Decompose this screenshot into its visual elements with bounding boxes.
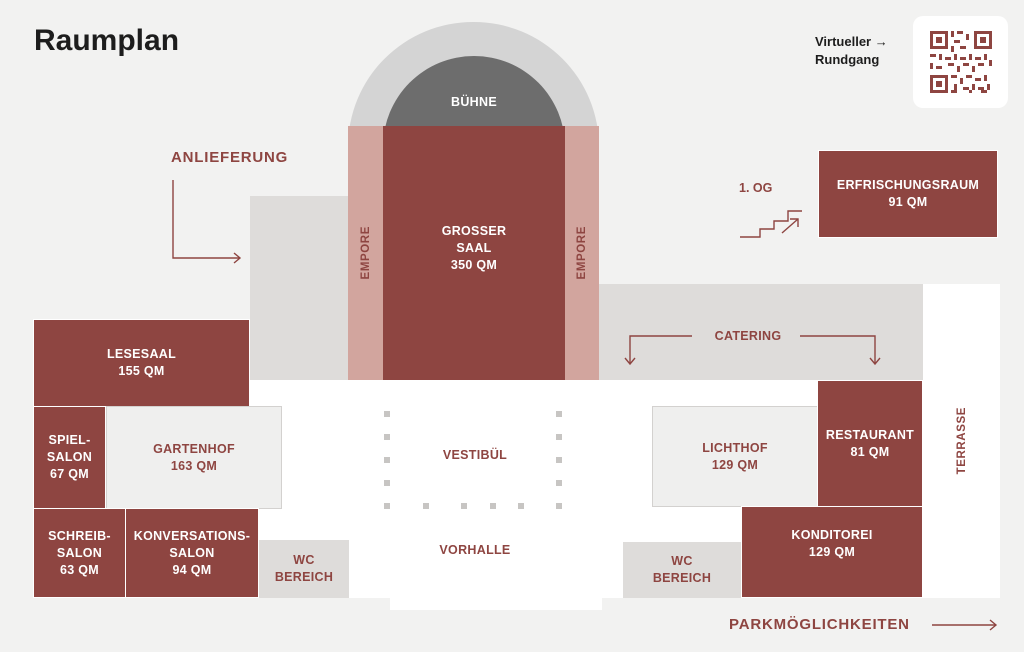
room-konversationssalon-name: KONVERSATIONS- SALON: [133, 528, 251, 560]
empore-right-label: EMPORE: [575, 226, 588, 280]
room-lichthof[interactable]: LICHTHOF 129 QM: [652, 406, 818, 507]
terrace-label: TERRASSE: [955, 407, 968, 475]
room-konversationssalon-size: 94 QM: [172, 562, 212, 577]
virtual-tour-label-line1: Virtueller: [815, 34, 872, 49]
room-lichthof-name: LICHTHOF: [702, 440, 768, 455]
entrance-area: [390, 596, 602, 610]
room-erfrischungsraum-name: ERFRISCHUNGSRAUM: [836, 178, 980, 192]
floor-label: 1. OG: [739, 181, 773, 195]
room-spielsalon[interactable]: SPIEL- SALON 67 QM: [33, 406, 106, 509]
column-marker: [384, 503, 390, 509]
room-grosser-saal-size: 350 QM: [450, 257, 498, 272]
empore-left[interactable]: EMPORE: [348, 126, 384, 380]
room-spielsalon-name: SPIEL- SALON: [46, 433, 93, 464]
column-marker: [384, 457, 390, 463]
parking-arrow-icon: [932, 619, 998, 631]
room-konversationssalon[interactable]: KONVERSATIONS- SALON 94 QM: [125, 508, 259, 598]
room-schreibsalon-name: SCHREIB- SALON: [48, 528, 111, 560]
column-marker: [556, 434, 562, 440]
catering-label: CATERING: [714, 328, 782, 343]
parking-label: PARKMÖGLICHKEITEN: [729, 616, 910, 633]
room-vestibuel-name: VESTIBÜL: [442, 447, 508, 462]
room-restaurant-name: RESTAURANT: [825, 427, 915, 442]
room-vorhalle[interactable]: VORHALLE: [395, 532, 555, 568]
catering-arrows-icon: [624, 335, 881, 366]
room-vorhalle-name: VORHALLE: [439, 542, 511, 557]
room-wc-right-name: WC BEREICH: [652, 554, 712, 585]
column-marker: [384, 411, 390, 417]
column-marker: [556, 457, 562, 463]
column-marker: [384, 434, 390, 440]
room-gartenhof-size: 163 QM: [170, 458, 218, 473]
room-wc-left-name: WC BEREICH: [274, 553, 334, 584]
room-konditorei-name: KONDITOREI: [791, 528, 873, 542]
column-marker: [423, 503, 429, 509]
stairs-up-icon: [740, 210, 802, 238]
room-restaurant[interactable]: RESTAURANT 81 QM: [817, 380, 923, 507]
room-lesesaal-name: LESESAAL: [106, 347, 177, 361]
column-marker: [461, 503, 467, 509]
virtual-tour-link[interactable]: Virtueller → Rundgang: [815, 33, 888, 69]
room-gartenhof[interactable]: GARTENHOF 163 QM: [106, 406, 282, 509]
room-schreibsalon[interactable]: SCHREIB- SALON 63 QM: [33, 508, 126, 598]
anlieferung-label: ANLIEFERUNG: [171, 149, 289, 166]
room-spielsalon-size: 67 QM: [49, 467, 89, 481]
room-wc-right[interactable]: WC BEREICH: [623, 542, 741, 598]
room-grosser-saal-name: GROSSER SAAL: [441, 223, 507, 255]
room-buehne-name: BÜHNE: [451, 94, 497, 109]
room-lesesaal-size: 155 QM: [118, 364, 165, 378]
column-marker: [518, 503, 524, 509]
column-marker: [556, 503, 562, 509]
page-title: Raumplan: [34, 24, 180, 57]
empore-right[interactable]: EMPORE: [564, 126, 599, 380]
terrace[interactable]: TERRASSE: [923, 284, 1000, 598]
qr-code-card[interactable]: [913, 16, 1008, 108]
room-erfrischungsraum[interactable]: ERFRISCHUNGSRAUM 91 QM: [818, 150, 998, 238]
room-vestibuel[interactable]: VESTIBÜL: [395, 430, 555, 480]
column-marker: [556, 480, 562, 486]
virtual-tour-label-line2: Rundgang: [815, 52, 880, 67]
room-schreibsalon-size: 63 QM: [59, 562, 99, 577]
empore-left-label: EMPORE: [360, 226, 372, 280]
room-wc-left[interactable]: WC BEREICH: [259, 540, 349, 598]
room-grosser-saal[interactable]: GROSSER SAAL 350 QM: [383, 126, 565, 380]
room-konditorei[interactable]: KONDITOREI 129 QM: [741, 506, 923, 598]
room-lichthof-size: 129 QM: [711, 457, 759, 472]
room-gartenhof-name: GARTENHOF: [153, 441, 235, 456]
qr-code-icon: [930, 31, 992, 93]
arrow-right-icon: →: [874, 34, 888, 49]
delivery-arrow-icon: [172, 180, 242, 264]
column-marker: [556, 411, 562, 417]
room-erfrischungsraum-size: 91 QM: [888, 195, 928, 209]
room-lesesaal[interactable]: LESESAAL 155 QM: [33, 319, 250, 407]
room-restaurant-size: 81 QM: [850, 444, 890, 459]
catering-area[interactable]: [598, 284, 923, 382]
room-konditorei-size: 129 QM: [808, 545, 856, 559]
column-marker: [490, 503, 496, 509]
service-area-left: [250, 196, 350, 382]
column-marker: [384, 480, 390, 486]
